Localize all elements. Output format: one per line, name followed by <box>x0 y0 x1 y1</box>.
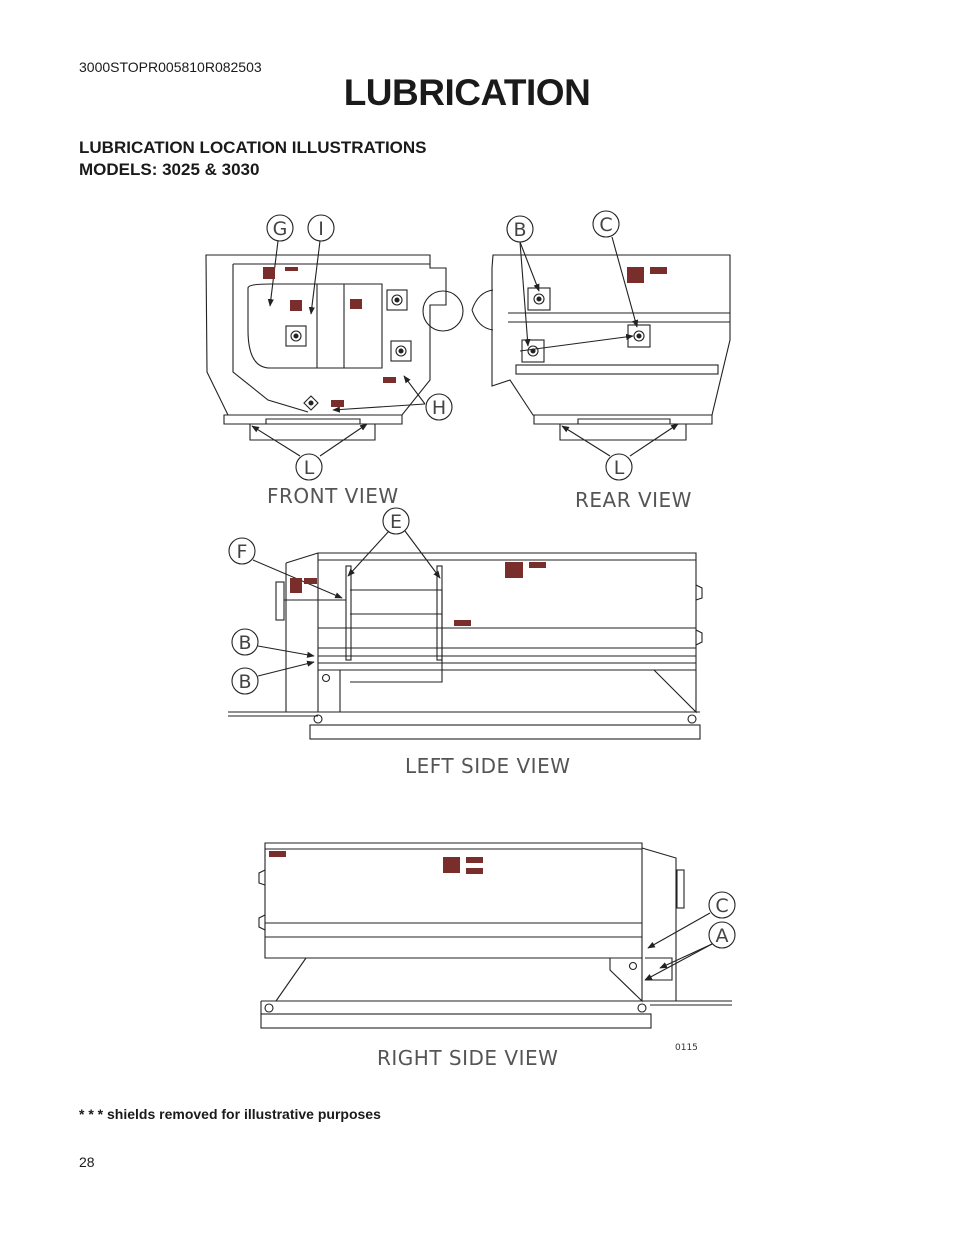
callout-g: G <box>273 218 288 240</box>
drawing-number: 0115 <box>675 1043 698 1053</box>
callout-b-left-2: B <box>238 671 251 693</box>
heading-line-1: LUBRICATION LOCATION ILLUSTRATIONS <box>79 138 427 157</box>
callout-c-right: C <box>715 895 728 917</box>
heading-line-2: MODELS: 3025 & 3030 <box>79 160 260 179</box>
callout-c-rear: C <box>599 214 612 236</box>
callout-f: F <box>237 541 248 563</box>
callout-e: E <box>390 511 402 533</box>
front-view-label: FRONT VIEW <box>267 484 399 508</box>
footnote: * * * shields removed for illustrative p… <box>79 1106 381 1122</box>
callout-l-rear: L <box>614 457 625 479</box>
left-side-view-drawing <box>228 552 703 740</box>
callout-l-front: L <box>304 457 315 479</box>
callout-h: H <box>432 397 446 419</box>
document-code: 3000STOPR005810R082503 <box>79 59 262 75</box>
right-side-view-label: RIGHT SIDE VIEW <box>377 1046 558 1070</box>
rear-view-label: REAR VIEW <box>575 488 692 512</box>
callout-leaders <box>251 236 713 981</box>
callout-letters: G I B C H L L E F B B C A <box>237 214 729 947</box>
rear-view-drawing <box>471 254 731 441</box>
page-number: 28 <box>79 1154 95 1170</box>
right-side-view-drawing <box>258 842 732 1029</box>
callout-circles <box>228 210 736 949</box>
callout-i: I <box>318 218 324 240</box>
callout-b-left-1: B <box>238 632 251 654</box>
callout-a: A <box>716 925 729 947</box>
left-side-view-label: LEFT SIDE VIEW <box>405 754 571 778</box>
callout-b-rear: B <box>513 219 526 241</box>
section-heading: LUBRICATION LOCATION ILLUSTRATIONS MODEL… <box>79 137 427 181</box>
page-title: LUBRICATION <box>343 72 591 113</box>
decal-markers <box>263 267 667 874</box>
front-view-drawing <box>205 254 464 441</box>
